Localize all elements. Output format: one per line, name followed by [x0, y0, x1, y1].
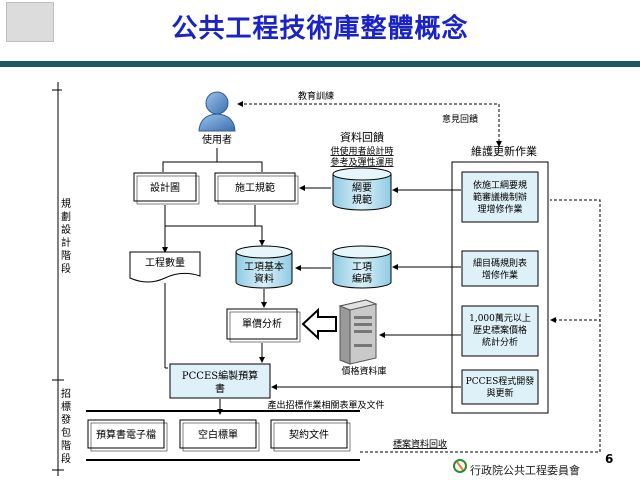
- basic-data-label-1: 工項基本: [244, 260, 284, 273]
- budget-file-box: [87, 419, 165, 449]
- feedback-sub-2: 參考及彈性運用: [330, 156, 393, 168]
- item-code-label-1: 工項: [352, 261, 372, 273]
- training-label: 教育訓練: [298, 90, 334, 102]
- user-icon: [198, 91, 236, 132]
- tender-return-label: 標案資料回收: [393, 438, 447, 450]
- unit-price-shadow: [229, 311, 301, 343]
- planning-char: 設: [61, 223, 71, 236]
- tender-char: 發: [61, 413, 71, 426]
- design-drawing-box: [133, 172, 197, 202]
- page-number: 6: [605, 452, 614, 466]
- maint-item-3-line: 統計分析: [482, 336, 518, 348]
- maint-item-3-line: 1,000萬元以上: [469, 312, 531, 324]
- blank-form-box: [179, 419, 257, 449]
- user-label: 使用者: [202, 133, 232, 146]
- outline-spec-label-2: 規範: [352, 193, 372, 206]
- maint-item-2-line: 細目碼規則表: [473, 257, 527, 269]
- title-bar: [0, 61, 640, 67]
- design-drawing-shadow: [136, 175, 200, 205]
- unit-price-label: 單價分析: [242, 317, 282, 330]
- tender-char: 包: [61, 426, 71, 439]
- item-code-cylinder: [332, 245, 392, 289]
- maint-item-1-line: 範審議機制辦: [473, 191, 527, 203]
- planning-char: 規: [61, 198, 71, 210]
- pcces-budget-label-1: PCCES編製預算: [182, 369, 258, 382]
- price-db-label: 價格資料庫: [341, 365, 386, 377]
- item-code-label-2: 編碼: [352, 272, 372, 285]
- org-logo-icon: [453, 459, 467, 473]
- outline-spec-cylinder: [332, 167, 392, 211]
- maint-item-2-box: [461, 250, 539, 287]
- user-to-design-line: [162, 148, 218, 172]
- maintenance-title: 維護更新作業: [471, 144, 537, 158]
- maint-item-2-line: 增修作業: [482, 269, 518, 281]
- unit-price-box: [226, 308, 298, 340]
- design-drawing-label: 設計圖: [150, 181, 180, 194]
- planning-char: 劃: [61, 210, 71, 223]
- blank-form-shadow: [182, 422, 260, 452]
- tender-char: 階: [61, 440, 71, 452]
- design-to-basic-line: [164, 205, 265, 246]
- outline-spec-label-1: 綱要: [352, 181, 372, 194]
- maint-item-3-box: [461, 305, 539, 357]
- feedback-title: 資料回饋: [340, 130, 384, 144]
- organization-name: 行政院公共工程委員會: [470, 464, 580, 477]
- tender-char: 標: [61, 400, 71, 413]
- quantity-doc: [129, 251, 201, 283]
- maint-item-1-line: 理增修作業: [477, 203, 522, 215]
- maint-item-4-line: PCCES程式開發: [466, 375, 535, 387]
- contract-doc-label: 契約文件: [289, 428, 329, 441]
- maint-item-1-box: [461, 171, 539, 223]
- header: 公共工程技術庫整體概念: [0, 0, 640, 67]
- quantity-label: 工程數量: [145, 256, 185, 269]
- contract-doc-shadow: [273, 422, 351, 452]
- contract-doc-box: [270, 419, 348, 449]
- pcces-budget-box: [169, 363, 271, 399]
- construction-spec-label: 施工規範: [235, 181, 275, 194]
- maint-item-4-box: [461, 369, 539, 405]
- maint-item-1-line: 依施工綱要規: [473, 179, 527, 191]
- page-title: 公共工程技術庫整體概念: [171, 14, 469, 44]
- price-db-big-arrow: [301, 307, 337, 341]
- tender-char: 招: [61, 387, 71, 400]
- tender-char: 段: [61, 452, 71, 465]
- blank-form-label: 空白標單: [198, 428, 238, 441]
- tender-stage-label: 招 標 發 包 階 段: [61, 387, 71, 465]
- maint-item-3-line: 歷史標案價格: [473, 324, 527, 336]
- maint-item-4-line: 與更新: [486, 387, 513, 399]
- planning-stage-label: 規 劃 設 計 階 段: [61, 198, 71, 275]
- pcces-budget-label-2: 書: [215, 382, 225, 395]
- basic-data-label-2: 資料: [254, 272, 274, 285]
- tender-return-arrow: [550, 317, 601, 452]
- planning-char: 段: [61, 262, 71, 275]
- budget-file-label: 預算書電子檔: [96, 428, 156, 441]
- basic-data-cylinder: [235, 245, 293, 289]
- server-icon: [338, 299, 378, 365]
- construction-spec-shadow: [217, 175, 299, 205]
- output-docs-label: 產出招標作業相關表單及文件: [267, 399, 384, 411]
- opinion-label: 意見回饋: [442, 113, 478, 125]
- construction-spec-box: [214, 172, 296, 202]
- budget-file-shadow: [90, 422, 168, 452]
- planning-char: 階: [61, 250, 71, 262]
- planning-char: 計: [61, 236, 71, 249]
- feedback-sub-1: 供使用者設計時: [330, 145, 393, 157]
- logo-placeholder: [6, 2, 54, 42]
- user-to-spec-line: [217, 161, 263, 172]
